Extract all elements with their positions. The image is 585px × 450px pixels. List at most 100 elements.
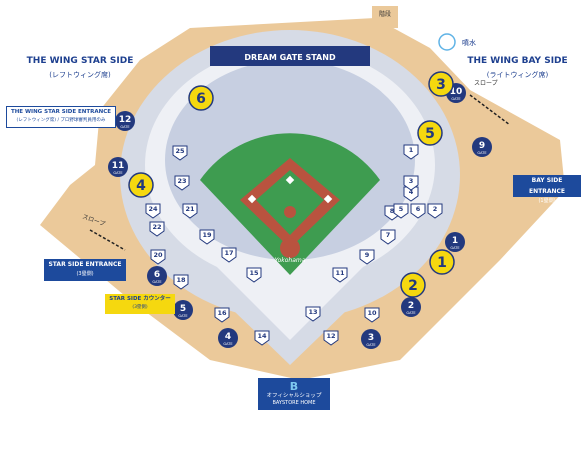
- zone-marker-4[interactable]: 4: [128, 172, 154, 198]
- gate-word: GATE: [120, 125, 129, 129]
- section-24[interactable]: 24: [145, 203, 161, 219]
- section-15[interactable]: 15: [246, 267, 262, 283]
- zone-number: 3: [436, 77, 446, 93]
- section-19[interactable]: 19: [199, 229, 215, 245]
- section-23[interactable]: 23: [174, 175, 190, 191]
- section-18[interactable]: 18: [173, 274, 189, 290]
- gate-word: GATE: [366, 343, 375, 347]
- section-10[interactable]: 10: [364, 307, 380, 323]
- section-11[interactable]: 11: [332, 267, 348, 283]
- zone-marker-3[interactable]: 3: [428, 71, 454, 97]
- wing-right-title: THE WING BAY SIDE: [467, 56, 568, 66]
- section-number: 11: [335, 269, 345, 277]
- slope-label-right: スロープ: [474, 80, 498, 87]
- star-side-counter[interactable]: STAR SIDE カウンター (3塁側): [105, 294, 175, 314]
- base-first: [323, 194, 333, 204]
- fountain-icon: [438, 33, 456, 51]
- gate-word: GATE: [406, 311, 415, 315]
- entrance-star-side[interactable]: STAR SIDE ENTRANCE (3塁側): [44, 259, 126, 281]
- section-25[interactable]: 25: [172, 145, 188, 161]
- dream-gate-stand-label: DREAM GATE STAND: [244, 53, 336, 62]
- section-16[interactable]: 16: [214, 307, 230, 323]
- section-14[interactable]: 14: [254, 330, 270, 346]
- zone-marker-2[interactable]: 2: [400, 272, 426, 298]
- gate-number: 1: [452, 236, 458, 246]
- shop-b-icon: B: [289, 380, 299, 393]
- field-logo: Yokohama: [275, 257, 306, 264]
- section-20[interactable]: 20: [150, 249, 166, 265]
- section-12[interactable]: 12: [323, 330, 339, 346]
- gate-word: GATE: [477, 151, 486, 155]
- zone-marker-1[interactable]: 1: [429, 249, 455, 275]
- zone-number: 1: [437, 255, 447, 271]
- section-7[interactable]: 7: [380, 229, 396, 245]
- pitchers-mound: [284, 206, 296, 218]
- section-number: 14: [257, 332, 267, 340]
- entrance-wing-star-title: THE WING STAR SIDE ENTRANCE: [10, 109, 112, 115]
- section-number: 10: [367, 309, 377, 317]
- entrance-wing-star-sub: (レフトウィング席) / プロ野球審判員用のみ: [16, 118, 106, 123]
- entrance-bay-side[interactable]: BAY SIDE ENTRANCE (1塁側): [513, 175, 581, 204]
- entrance-wing-star-side[interactable]: THE WING STAR SIDE ENTRANCE (レフトウィング席) /…: [6, 106, 116, 128]
- section-2[interactable]: 2: [427, 203, 443, 219]
- section-1[interactable]: 1: [403, 144, 419, 160]
- section-5[interactable]: 5: [393, 203, 409, 219]
- zone-marker-6[interactable]: 6: [188, 85, 214, 111]
- arrow-left-slope: [89, 229, 126, 251]
- section-13[interactable]: 13: [305, 306, 321, 322]
- official-shop[interactable]: B オフィシャルショップ BAYSTORE HOME: [258, 378, 330, 410]
- section-number: 7: [386, 231, 391, 239]
- section-number: 4: [409, 188, 414, 196]
- entrance-star-sub: (3塁側): [76, 271, 94, 277]
- gate-number: 2: [408, 301, 414, 311]
- gate-markers: 12GATE11GATE10GATE9GATE1GATE2GATE3GATE4G…: [108, 83, 492, 349]
- gate-word: GATE: [450, 246, 459, 250]
- section-number: 19: [202, 231, 212, 239]
- section-number: 9: [365, 251, 370, 259]
- zone-marker-5[interactable]: 5: [417, 120, 443, 146]
- section-number: 5: [399, 205, 404, 213]
- section-number: 12: [326, 332, 335, 340]
- shop-sub: BAYSTORE HOME: [272, 400, 316, 406]
- wing-left-title: THE WING STAR SIDE: [26, 56, 134, 66]
- section-9[interactable]: 9: [359, 249, 375, 265]
- star-counter-title: STAR SIDE カウンター: [109, 296, 171, 302]
- zone-number: 6: [196, 91, 206, 107]
- section-number: 8: [390, 207, 395, 215]
- star-counter-sub: (3塁側): [132, 305, 148, 310]
- section-number: 6: [416, 205, 421, 213]
- entrance-bay-sub: (1塁側): [538, 198, 556, 204]
- infield-grass: [256, 170, 324, 235]
- section-number: 22: [152, 223, 161, 231]
- section-number: 20: [153, 251, 163, 259]
- gate-number: 6: [154, 270, 160, 280]
- section-3[interactable]: 3: [403, 175, 419, 191]
- section-number: 1: [409, 146, 414, 154]
- gate-number: 3: [368, 333, 374, 343]
- section-number: 16: [217, 309, 227, 317]
- section-17[interactable]: 17: [221, 247, 237, 263]
- stairs-top: [372, 6, 398, 28]
- shop-title: オフィシャルショップ: [266, 393, 322, 399]
- base-second: [285, 175, 295, 185]
- section-22[interactable]: 22: [149, 221, 165, 237]
- section-number: 15: [249, 269, 259, 277]
- section-6[interactable]: 6: [410, 203, 426, 219]
- section-21[interactable]: 21: [182, 203, 198, 219]
- section-number: 24: [148, 205, 158, 213]
- gate-number: 9: [479, 141, 485, 151]
- wing-left-sub: (レフトウィング席): [49, 71, 111, 79]
- wing-right-sub: (ライトウィング席): [486, 71, 549, 79]
- section-number: 2: [433, 205, 438, 213]
